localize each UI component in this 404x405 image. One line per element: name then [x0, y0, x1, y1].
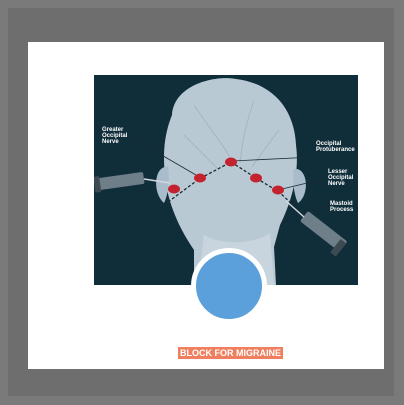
- slide-caption: BLOCK FOR MIGRAINE: [178, 347, 283, 359]
- injection-point: [168, 185, 180, 194]
- injection-point: [194, 174, 206, 183]
- label-lesser-occipital-nerve: Lesser Occipital Nerve: [328, 169, 353, 187]
- label-occipital-protuberance: Occipital Protuberance: [316, 141, 355, 153]
- blue-circle: [191, 248, 267, 324]
- label-mastoid-process: Mastoid Process: [330, 201, 353, 213]
- label-greater-occipital-nerve: Greater Occipital Nerve: [102, 127, 127, 145]
- injection-point: [225, 158, 237, 167]
- injection-point: [250, 174, 262, 183]
- injection-point: [272, 186, 284, 195]
- left-ear: [156, 167, 169, 203]
